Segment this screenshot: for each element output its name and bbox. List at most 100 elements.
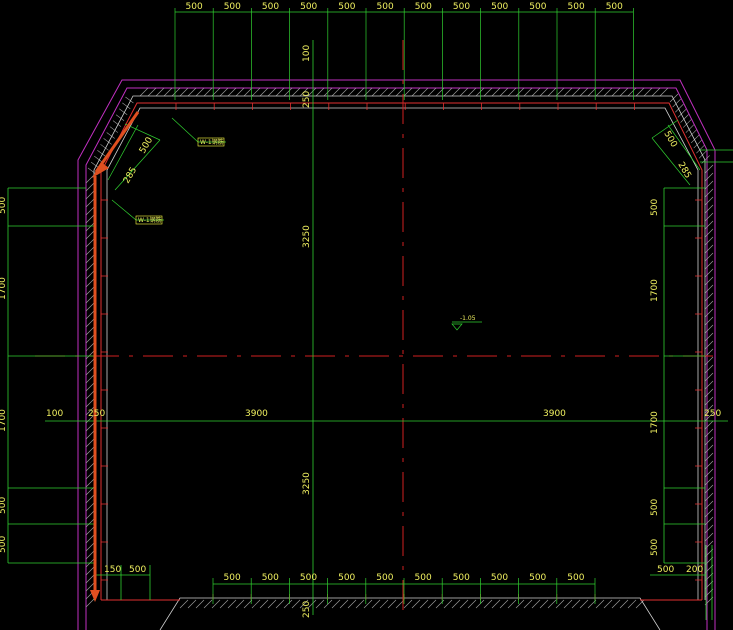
hatch-line (675, 104, 684, 113)
hatch-line (85, 238, 95, 248)
bottom-dim-text: 500 (529, 573, 546, 583)
hatch-line (371, 599, 381, 609)
bottom-right-dim-1: 500 (657, 565, 674, 575)
hatch-line (515, 599, 525, 609)
hatch-line (85, 414, 95, 424)
hatch-line (595, 87, 605, 97)
hatch-line (331, 599, 341, 609)
wall-hatch-left (85, 174, 95, 608)
hatch-line (403, 87, 413, 97)
hatch-line (704, 260, 714, 270)
hatch-line (85, 278, 95, 288)
hatch-line (243, 87, 253, 97)
hatch-line (85, 334, 95, 344)
right-dim-1: 500 (650, 199, 660, 216)
hatch-line (85, 494, 95, 504)
hatch-line (704, 532, 714, 542)
hatch-line (704, 396, 714, 406)
hatch-line (427, 599, 437, 609)
top-dim-text: 500 (606, 2, 623, 12)
hatch-line (499, 599, 509, 609)
top-dim-text: 500 (529, 2, 546, 12)
hatch-line (704, 500, 714, 510)
hatch-line (704, 244, 714, 254)
right-dim-4: 500 (650, 499, 660, 516)
hatch-line (85, 246, 95, 256)
bottom-dim-text: 500 (491, 573, 508, 583)
hatch-line (85, 510, 95, 520)
hatch-line (109, 126, 119, 133)
left-dim-3: 1700 (0, 409, 8, 432)
hatch-line (179, 599, 189, 609)
hatch-line (704, 468, 714, 478)
hatch-line (627, 87, 637, 97)
hatch-line (635, 599, 645, 609)
corner-dims-top-right (651, 119, 701, 186)
hatch-line (704, 252, 714, 262)
top-dim-text: 500 (262, 2, 279, 12)
hatch-line (371, 87, 381, 97)
right-dim-2: 1700 (650, 279, 660, 302)
hatch-line (704, 364, 714, 374)
hatch-line (669, 93, 679, 103)
hatch-line (704, 188, 714, 198)
hatch-line (85, 446, 95, 456)
hatch-line (547, 599, 557, 609)
hatch-line (696, 144, 705, 154)
center-dim-250-top: 250 (302, 91, 312, 108)
hatch-line (427, 87, 437, 97)
hatch-line (85, 270, 95, 280)
hatch-line (112, 120, 122, 127)
hatch-line (219, 599, 229, 609)
hatch-line (685, 124, 695, 133)
hatch-line (85, 566, 95, 576)
hatch-line (555, 599, 565, 609)
bottom-dim-text: 500 (262, 573, 279, 583)
hatch-line (475, 599, 485, 609)
hatch-line (563, 87, 573, 97)
hatch-line (291, 599, 301, 609)
hatch-line (179, 87, 189, 97)
hatch-line (395, 87, 405, 97)
hatch-line (704, 436, 714, 446)
rebar-line (100, 102, 703, 601)
hatch-line (704, 220, 714, 230)
hatch-line (85, 262, 95, 272)
hatch-line (363, 87, 373, 97)
hatch-line (267, 87, 277, 97)
wall-hatch-bottom (179, 599, 645, 609)
bottom-dim-text: 500 (376, 573, 393, 583)
top-dim-text: 500 (338, 2, 355, 12)
mid-dim-3900-right: 3900 (543, 409, 566, 419)
hatch-line (203, 599, 213, 609)
hatch-line (331, 87, 341, 97)
hatch-line (603, 599, 613, 609)
left-dim-1: 500 (0, 197, 8, 214)
hatch-line (85, 390, 95, 400)
wall-hatch-right (704, 164, 714, 606)
hatch-line (85, 398, 95, 408)
bottom-dim-text: 500 (415, 573, 432, 583)
hatch-line (704, 164, 714, 174)
hatch-line (704, 428, 714, 438)
hatch-line (704, 228, 714, 238)
hatch-line (307, 599, 317, 609)
hatch-line (85, 462, 95, 472)
hatch-line (283, 599, 293, 609)
hatch-line (283, 87, 293, 97)
left-dim-4: 500 (0, 497, 8, 514)
hatch-line (499, 87, 509, 97)
hatch-line (704, 340, 714, 350)
hatch-line (379, 87, 389, 97)
hatch-line (299, 599, 309, 609)
hatch-line (704, 236, 714, 246)
hatch-line (704, 172, 714, 182)
hatch-line (243, 599, 253, 609)
hatch-line (619, 599, 629, 609)
hatch-line (171, 87, 181, 97)
hatch-line (85, 518, 95, 528)
hatch-line (595, 599, 605, 609)
hatch-line (187, 87, 197, 97)
hatch-line (387, 599, 397, 609)
